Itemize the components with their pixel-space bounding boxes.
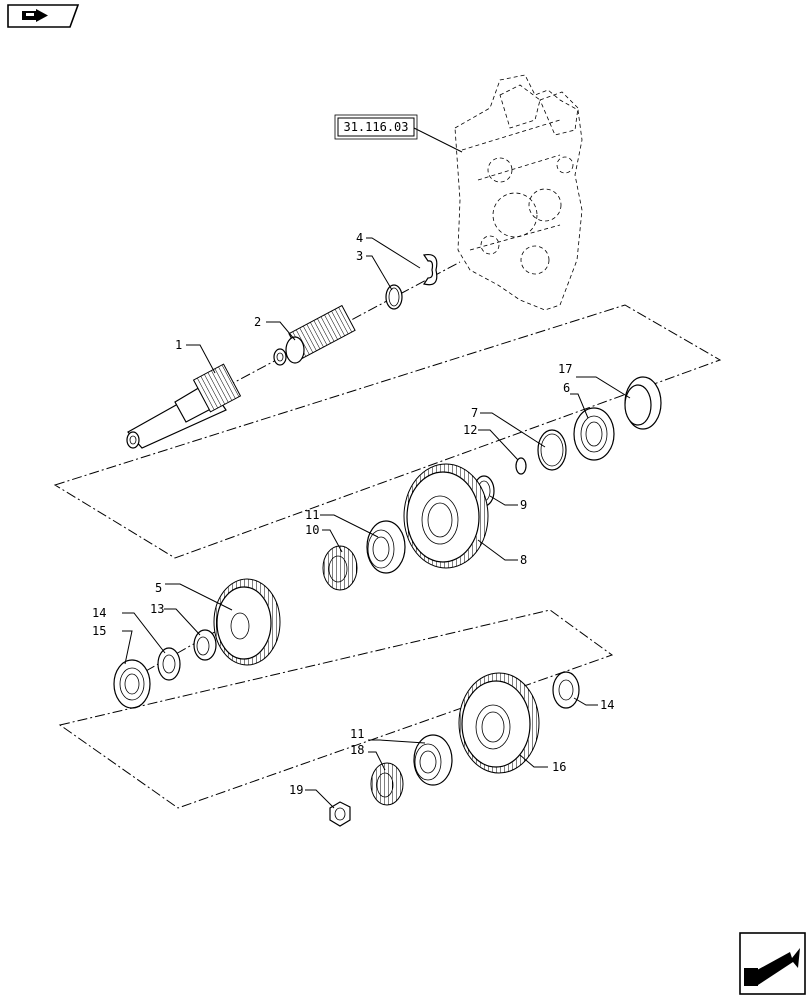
part-12-clip [515,457,527,475]
callout-9: 9 [520,498,527,512]
part-13-bushing [193,629,217,661]
callout-6: 6 [563,381,570,395]
callout-8: 8 [520,553,527,567]
part-1-shaft [126,363,242,449]
callout-7: 7 [471,406,478,420]
callout-11-upper: 11 [305,508,319,522]
book-arrow-icon [22,9,48,22]
part-7-circlip [537,429,567,471]
callout-17: 17 [558,362,572,376]
upper-group-boundary [53,304,722,559]
callout-1: 1 [175,338,182,352]
part-2-splined-shaft [273,304,356,366]
callout-2: 2 [254,315,261,329]
callout-10: 10 [305,523,319,537]
part-18-small-gear [370,762,404,806]
part-16-gear [458,672,540,774]
part-4-retaining-clip [422,253,438,286]
part-10-small-gear [322,545,358,591]
callout-14-right: 14 [600,698,614,712]
part-11-synchronizer-upper [366,520,406,574]
part-19-nut [329,801,351,827]
callout-5: 5 [155,581,162,595]
transmission-housing [454,74,583,311]
callout-11-lower: 11 [350,727,364,741]
reference-box[interactable]: 31.116.03 [334,114,463,153]
part-15-bearing [113,659,151,709]
reference-label: 31.116.03 [343,120,408,134]
next-page-nav-tab[interactable] [739,932,806,995]
callout-14-left: 14 [92,606,106,620]
callout-13: 13 [150,602,164,616]
part-6-bearing [573,407,615,461]
callout-labels: 1 2 3 4 5 6 7 8 9 10 11 12 13 14 14 15 1… [92,231,614,797]
part-17-bearing-cup [624,376,662,430]
lower-group-boundary [58,609,614,809]
callout-3: 3 [356,249,363,263]
back-nav-tab[interactable] [7,4,80,28]
callout-4: 4 [356,231,363,245]
part-14-washer-left [157,647,181,681]
part-3-snap-ring [385,284,403,310]
part-11-synchronizer-lower [413,734,453,786]
callout-12: 12 [463,423,477,437]
part-14-washer-right [552,671,580,709]
callout-15: 15 [92,624,106,638]
leader-lines [122,237,631,809]
callout-19: 19 [289,783,303,797]
part-8-gear [403,463,489,569]
part-5-gear [213,578,281,666]
arrow-icon [744,948,800,986]
callout-16: 16 [552,760,566,774]
callout-18: 18 [350,743,364,757]
